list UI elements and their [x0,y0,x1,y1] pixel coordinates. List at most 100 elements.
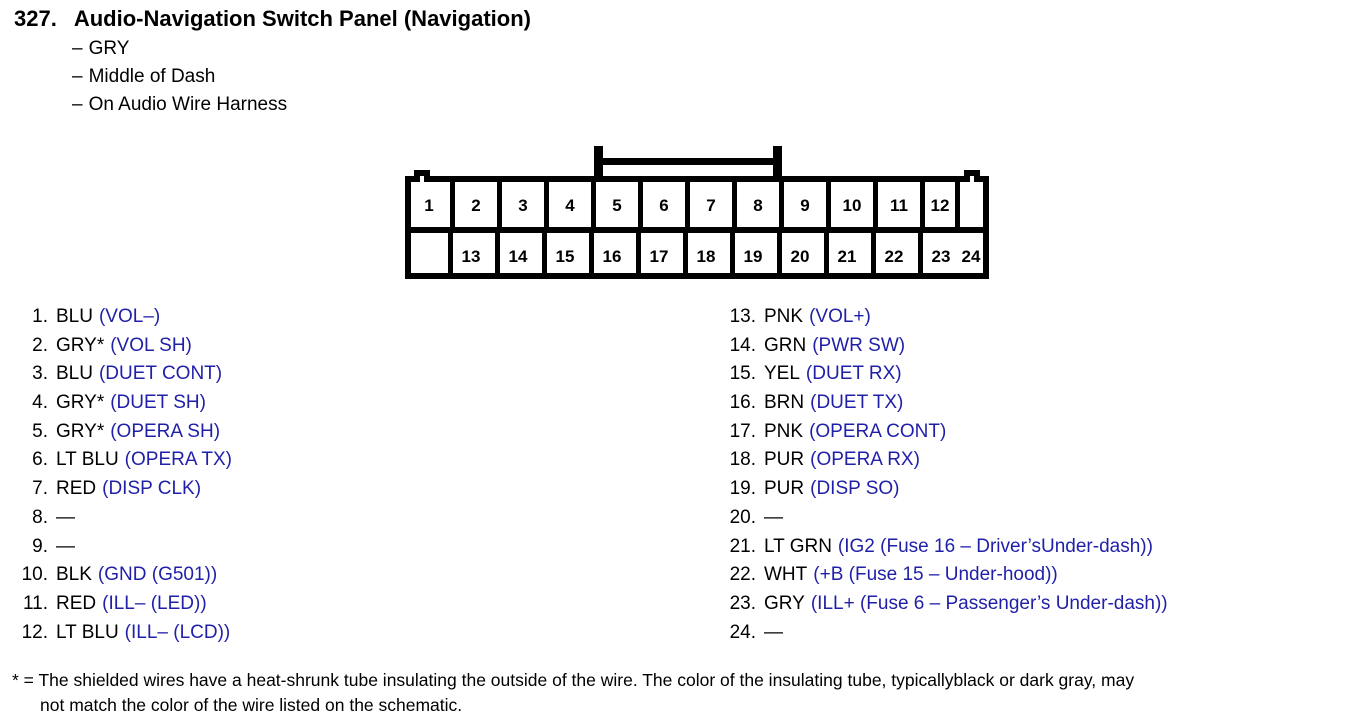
pin-row: 6.LT BLU(OPERA TX) [14,446,232,475]
pin-index: 1. [32,306,48,327]
pin-body: — [56,504,81,533]
pin-number-top: 6 [659,196,668,215]
pin-number-bottom: 13 [462,247,481,266]
wire-color: LT GRN [764,535,832,557]
pin-body: GRY(ILL+ (Fuse 6 – Passenger’s Under-das… [764,590,1168,619]
pin-row: 10.BLK(GND (G501)) [14,561,232,590]
pin-body: PNK(OPERA CONT) [764,418,946,447]
pin-number-bottom: 20 [791,247,810,266]
pin-number-bottom: 18 [697,247,716,266]
pin-number-bottom: 22 [885,247,904,266]
wire-color: RED [56,592,97,614]
wire-color: — [56,535,75,557]
wire-color: BLU [56,306,93,327]
pin-function: (DUET CONT) [98,363,223,385]
pin-function: (VOL SH) [110,334,192,356]
pin-function: (+B (Fuse 15 – Under-hood)) [813,564,1058,586]
pin-row: 23. GRY(ILL+ (Fuse 6 – Passenger’s Under-… [722,590,1168,619]
pin-function: (OPERA CONT) [809,420,947,442]
row-divider [408,227,986,233]
pin-index: 5. [32,420,48,442]
pin-row: 24.— [722,619,1168,648]
pin-row: 19. PUR(DISP SO) [722,475,1168,504]
wire-color: PNK [764,306,804,327]
pin-body: GRY*(OPERA SH) [56,418,220,447]
pin-body: PUR(OPERA RX) [764,446,920,475]
pin-row: 13.PNK(VOL+) [722,303,1168,332]
connector-diagram: 1 2 3 4 5 6 7 8 9 10 11 12 13 [405,143,989,283]
pin-divider [871,233,876,276]
pin-number-top: 12 [931,196,950,215]
pin-divider [732,182,737,227]
pin-row: 12.LT BLU(ILL– (LCD)) [14,619,232,648]
detail-text-color: GRY [88,38,130,59]
pin-body: — [764,504,789,533]
wire-color: PUR [764,449,805,471]
page-title: 327. Audio-Navigation Switch Panel (Navi… [14,6,531,32]
pin-divider [824,233,829,276]
pin-index: 16. [729,392,756,414]
pin-index: 6. [32,449,48,471]
connector-latch-icon [594,146,782,181]
connector-top-row: 1 2 3 4 5 6 7 8 9 10 11 12 [424,182,960,227]
wire-color: RED [56,478,97,500]
wire-color: LT BLU [56,621,119,643]
pin-row: 18. PUR(OPERA RX) [722,446,1168,475]
wire-color: BRN [764,392,805,414]
pin-number-bottom: 19 [744,247,763,266]
pin-body: BLU(VOL–) [56,303,160,332]
wire-color: WHT [764,564,808,586]
wire-color: PNK [764,420,804,442]
pin-body: GRY*(VOL SH) [56,332,192,361]
pin-function: (OPERA SH) [110,420,221,442]
footnote-line-2: not match the color of the wire listed o… [40,695,463,715]
pin-body: YEL(DUET RX) [764,360,902,389]
pin-divider [685,182,690,227]
pin-number-top: 1 [424,196,433,215]
pin-row: 11. RED(ILL– (LED)) [14,590,232,619]
pin-body: GRY*(DUET SH) [56,389,206,418]
pin-row: 7.RED(DISP CLK) [14,475,232,504]
pin-function: (DUET TX) [810,392,904,414]
pin-row: 20.— [722,504,1168,533]
pin-index: 23. [729,592,756,614]
pin-body: BLU(DUET CONT) [56,360,222,389]
pin-index: 8. [32,506,48,528]
pin-divider [495,233,500,276]
pin-number-top: 8 [753,196,762,215]
pin-divider [497,182,502,227]
pin-divider [448,233,453,276]
pin-divider [955,182,960,227]
wire-color: YEL [764,363,800,385]
wire-color: GRN [764,334,807,356]
pin-divider [544,182,549,227]
bullet-dash-icon: – [72,66,83,87]
pin-function: (ILL– (LED)) [102,592,207,614]
pin-row: 9.— [14,533,232,562]
pin-number-bottom: 21 [838,247,857,266]
pin-function: (DISP CLK) [102,478,202,500]
pin-index: 3. [32,363,48,385]
wire-color: — [764,621,783,643]
wire-color: GRY [764,592,805,614]
pin-body: GRN(PWR SW) [764,332,905,361]
pin-body: PNK(VOL+) [764,303,871,332]
pin-body: PUR(DISP SO) [764,475,900,504]
wire-color: — [56,506,75,528]
wire-color: GRY* [56,334,105,356]
pin-body: — [56,533,81,562]
pin-body: LT GRN(IG2 (Fuse 16 – Driver’sUnder-dash… [764,533,1153,562]
page-header: 327. Audio-Navigation Switch Panel (Navi… [14,6,531,116]
pin-index: 11. [22,592,48,614]
connector-bottom-row: 13 14 15 16 17 18 19 20 21 22 23 24 [448,233,981,276]
pin-divider [591,182,596,227]
pin-function: (VOL+) [809,306,871,327]
pin-row: 15.YEL(DUET RX) [722,360,1168,389]
pin-row: 4.GRY*(DUET SH) [14,389,232,418]
pin-row: 14.GRN(PWR SW) [722,332,1168,361]
pin-index: 18. [729,449,756,471]
pin-index: 12. [21,621,48,643]
pin-index: 19. [729,478,756,500]
pin-row: 17.PNK(OPERA CONT) [722,418,1168,447]
pin-number-bottom: 17 [650,247,669,266]
